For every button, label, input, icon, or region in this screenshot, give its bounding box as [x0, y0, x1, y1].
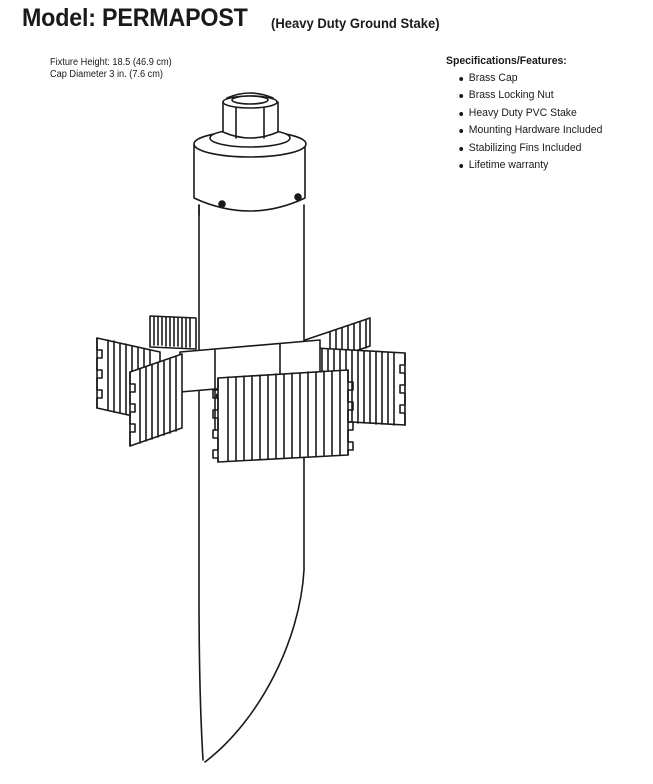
cap-diameter: Cap Diameter 3 in. (7.6 cm)	[50, 69, 164, 80]
spec-item: Heavy Duty PVC Stake	[446, 105, 602, 122]
fin-front-right	[212, 369, 354, 463]
spec-item: Mounting Hardware Included	[446, 122, 602, 139]
fin-back-left	[149, 315, 197, 350]
page-title: Model: PERMAPOST (Heavy Duty Ground Stak…	[22, 4, 440, 33]
fin-front-left	[129, 353, 183, 447]
specifications-heading: Specifications/Features:	[446, 55, 567, 67]
cap	[193, 128, 307, 212]
fixture-height: Fixture Height: 18.5 (46.9 cm)	[50, 57, 172, 68]
stake-body	[198, 204, 305, 763]
spec-item: Lifetime warranty	[446, 157, 602, 174]
specifications-list: Specifications/Features: Brass Cap Brass…	[446, 55, 611, 174]
cap-screw-left	[218, 200, 226, 208]
spec-item: Stabilizing Fins Included	[446, 140, 602, 157]
locking-nut	[222, 92, 279, 139]
model-subtitle: (Heavy Duty Ground Stake)	[271, 15, 440, 31]
spec-item: Brass Cap	[446, 70, 602, 87]
spec-item: Brass Locking Nut	[446, 87, 602, 104]
cap-screw-right	[294, 193, 302, 201]
dimensions-block: Fixture Height: 18.5 (46.9 cm) Cap Diame…	[50, 57, 172, 81]
model-name: Model: PERMAPOST	[22, 4, 248, 32]
